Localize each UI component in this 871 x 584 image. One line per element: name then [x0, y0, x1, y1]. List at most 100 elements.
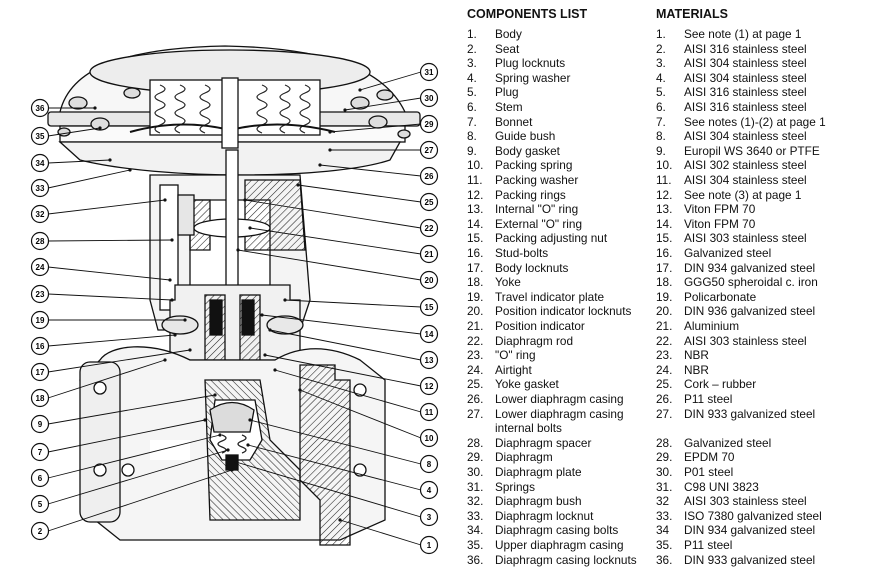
leader-line [339, 519, 422, 546]
callout-number: 19 [36, 316, 45, 325]
callout-number: 12 [425, 382, 434, 391]
component-number: 24. [467, 362, 484, 377]
material-name: EPDM 70 [684, 450, 735, 465]
leader-line [47, 359, 166, 399]
leader-line [261, 314, 422, 335]
valve-cross-section-drawing: 3635343332282423191617189765231302927262… [30, 45, 439, 555]
component-number: 29. [467, 450, 484, 465]
component-number: 19. [467, 289, 484, 304]
material-name: P11 steel [684, 392, 733, 406]
material-number: 28. [656, 435, 673, 450]
callout-21: 21 [419, 244, 439, 264]
leader-dot [248, 418, 252, 422]
leader-line [235, 461, 422, 518]
material-number: 16. [656, 246, 673, 260]
material-number: 31. [656, 479, 673, 494]
material-name: AISI 316 stainless steel [684, 85, 807, 100]
component-number: 30. [467, 465, 484, 479]
component-number: 20. [467, 304, 484, 319]
component-name: Seat [495, 41, 520, 56]
callout-number: 33 [36, 184, 45, 193]
material-number: 1. [656, 27, 666, 41]
callout-26: 26 [419, 166, 439, 186]
callout-5: 5 [30, 494, 50, 514]
valve-body [79, 346, 386, 546]
component-number: 28. [467, 435, 484, 450]
component-number: 18. [467, 275, 484, 290]
material-name: DIN 936 galvanized steel [684, 304, 816, 319]
leader-dot [296, 183, 300, 187]
leader-dot [183, 318, 187, 322]
callout-8: 8 [419, 454, 439, 474]
callout-number: 11 [425, 408, 434, 417]
leader-line [47, 349, 191, 373]
callout-2: 2 [30, 521, 50, 541]
leader-dot [170, 298, 174, 302]
leader-dot [246, 443, 250, 447]
leader-line [47, 449, 229, 505]
material-number: 26. [656, 392, 673, 406]
material-number: 5. [656, 85, 666, 100]
callout-number: 10 [425, 434, 434, 443]
callout-12: 12 [419, 376, 439, 396]
material-name: Aluminium [684, 319, 740, 333]
material-number: 24. [656, 362, 673, 377]
material-name: DIN 934 galvanized steel [684, 523, 816, 538]
component-name: Lower diaphragm casing [495, 392, 624, 406]
leader-line [269, 329, 422, 361]
leader-line [297, 184, 422, 203]
callout-4: 4 [419, 480, 439, 500]
leader-dot [343, 108, 347, 112]
callout-number: 14 [425, 330, 434, 339]
leader-dot [98, 126, 102, 130]
component-number: 21. [467, 319, 484, 333]
material-name: NBR [684, 362, 709, 377]
component-name: Diaphragm bush [495, 494, 582, 509]
component-name: Position indicator [495, 319, 585, 333]
component-name: Diaphragm locknut [495, 508, 594, 523]
leader-dot [128, 168, 132, 172]
material-name: AISI 303 stainless steel [684, 333, 807, 348]
callout-number: 30 [425, 94, 434, 103]
component-name: Diaphragm casing bolts [495, 523, 619, 538]
component-name: Packing rings [495, 187, 566, 202]
leader-dot [163, 198, 167, 202]
callout-number: 2 [38, 527, 43, 536]
component-number: 9. [467, 143, 477, 158]
callout-24: 24 [30, 257, 50, 277]
leader-dot [328, 148, 332, 152]
leader-dot [168, 278, 172, 282]
component-name: Springs [495, 479, 535, 494]
material-number: 36. [656, 552, 673, 567]
component-name: Body [495, 27, 522, 41]
callout-number: 31 [425, 68, 434, 77]
callout-number: 26 [425, 172, 434, 181]
callout-34: 34 [30, 153, 50, 173]
component-number: 33. [467, 508, 484, 523]
material-name: Cork – rubber [684, 377, 757, 392]
material-name: C98 UNI 3823 [684, 479, 759, 494]
leader-line [47, 169, 131, 189]
material-number: 7. [656, 114, 666, 129]
material-number: 21. [656, 319, 673, 333]
component-number: 4. [467, 70, 477, 85]
callout-3: 3 [419, 507, 439, 527]
callout-29: 29 [419, 114, 439, 134]
material-name: DIN 933 galvanized steel [684, 406, 816, 421]
leader-line [47, 394, 216, 425]
component-name: Packing spring [495, 158, 573, 173]
material-name: AISI 304 stainless steel [684, 70, 807, 85]
material-name: Galvanized steel [684, 246, 772, 260]
component-number: 27. [467, 406, 484, 421]
callout-number: 34 [36, 159, 45, 168]
component-number: 22. [467, 333, 484, 348]
leader-line [47, 419, 206, 453]
callout-9: 9 [30, 414, 50, 434]
material-number: 32 [656, 494, 670, 509]
leader-line [47, 266, 171, 281]
component-name: Diaphragm plate [495, 465, 582, 479]
material-number: 12. [656, 187, 673, 202]
material-name: AISI 302 stainless steel [684, 158, 807, 173]
callout-22: 22 [419, 218, 439, 238]
callout-27: 27 [419, 140, 439, 160]
